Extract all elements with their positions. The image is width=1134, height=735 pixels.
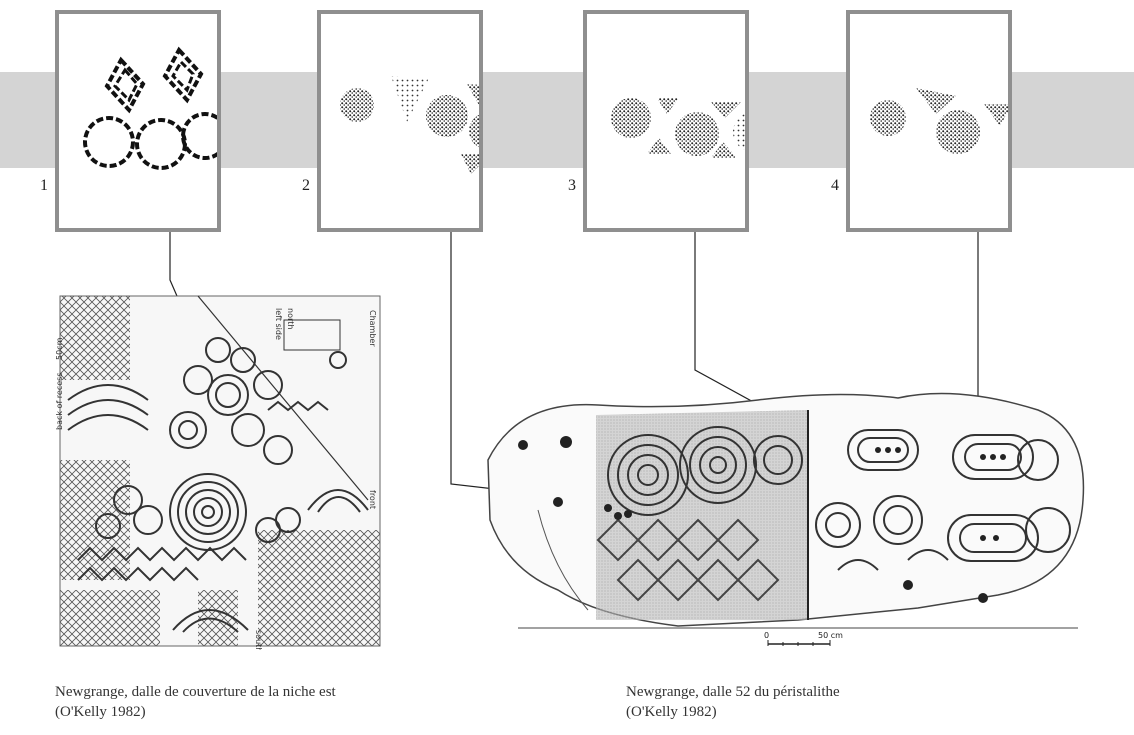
motif-panel-2 (317, 10, 483, 232)
left-caption-title: Newgrange, dalle de couverture de la nic… (55, 682, 336, 702)
right-caption-title: Newgrange, dalle 52 du péristalithe (626, 682, 840, 702)
panel-number-1: 1 (40, 177, 48, 195)
label-chamber: Chamber (368, 310, 377, 347)
label-back-of-recess: back of recess (55, 373, 64, 431)
right-caption: Newgrange, dalle 52 du péristalithe (O'K… (626, 682, 840, 722)
panel-number-3: 3 (568, 177, 576, 195)
label-left-side: left side (274, 308, 283, 340)
label-north: north (286, 308, 295, 329)
motif-panel-4 (846, 10, 1012, 232)
scale-bar: 0 50 cm (764, 631, 843, 646)
circles-lozenges-motif (59, 14, 217, 228)
label-south: south (254, 630, 263, 650)
right-kerbstone-drawing: 0 50 cm (478, 380, 1098, 650)
left-slab-drawing: Chamber north left side back of recess 5… (48, 290, 388, 650)
right-caption-source: (O'Kelly 1982) (626, 702, 840, 722)
motif-panel-3 (583, 10, 749, 232)
left-caption: Newgrange, dalle de couverture de la nic… (55, 682, 336, 722)
left-caption-source: (O'Kelly 1982) (55, 702, 336, 722)
label-scale: 50cm (55, 337, 64, 360)
label-front: front (368, 490, 377, 509)
scale-zero: 0 (764, 631, 769, 640)
scale-value: 50 cm (818, 631, 843, 640)
panel-number-2: 2 (302, 177, 310, 195)
dotted-circles-triangles-motif (321, 14, 479, 228)
panel-number-4: 4 (831, 177, 839, 195)
dotted-circles-triangle-motif (850, 14, 1008, 228)
motif-panel-1 (55, 10, 221, 232)
dotted-triangles-circles-motif (587, 14, 745, 228)
